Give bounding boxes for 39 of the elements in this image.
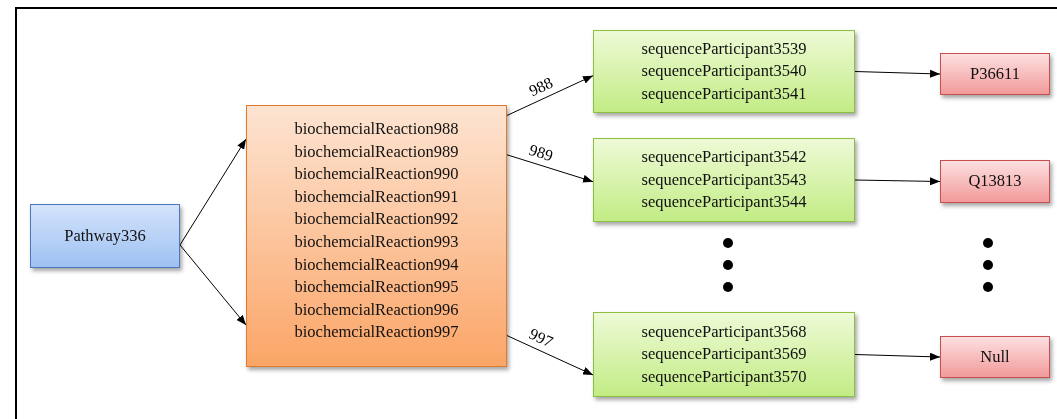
participant-box [593, 138, 855, 222]
node-text: biochemcialReaction989 [294, 140, 459, 163]
protein-id-box [940, 336, 1050, 378]
node-text: biochemcialReaction996 [294, 298, 459, 321]
node-text: biochemcialReaction994 [294, 253, 459, 276]
node-text: biochemcialReaction988 [294, 118, 459, 140]
node-text: Null [980, 345, 1010, 368]
node-text: sequenceParticipant3539 [641, 37, 807, 60]
node-text: biochemcialReaction993 [294, 230, 459, 253]
arrow [854, 352, 941, 361]
arrow [179, 138, 247, 246]
arrow [179, 244, 247, 326]
node-text: sequenceParticipant3544 [641, 191, 807, 214]
node-text: P36611 [970, 62, 1020, 85]
node-text: biochemcialReaction997 [294, 321, 459, 344]
node-text: sequenceParticipant3540 [641, 60, 807, 83]
node-text: sequenceParticipant3569 [641, 343, 807, 366]
node-text: biochemcialReaction990 [294, 163, 459, 186]
protein-id-box [940, 160, 1050, 203]
reaction-list-box [246, 105, 507, 367]
arrow [506, 154, 594, 183]
arrow [506, 335, 594, 376]
node-text: sequenceParticipant3542 [641, 146, 807, 169]
node-text: biochemcialReaction992 [294, 208, 459, 231]
node-text: sequenceParticipant3568 [641, 320, 807, 343]
node-text: Q13813 [968, 170, 1022, 193]
participant-box [593, 312, 855, 397]
arrow [854, 69, 941, 78]
participant-box [593, 30, 855, 113]
node-text: biochemcialReaction991 [294, 185, 459, 208]
arrow [854, 177, 941, 186]
pathway-box [30, 204, 180, 268]
node-text: sequenceParticipant3570 [641, 365, 807, 388]
node-text: sequenceParticipant3541 [641, 82, 807, 105]
node-text: sequenceParticipant3543 [641, 168, 807, 191]
arrow [506, 75, 594, 116]
node-text: Pathway336 [64, 224, 146, 247]
protein-id-box [940, 53, 1050, 95]
node-text: biochemcialReaction995 [294, 276, 459, 299]
